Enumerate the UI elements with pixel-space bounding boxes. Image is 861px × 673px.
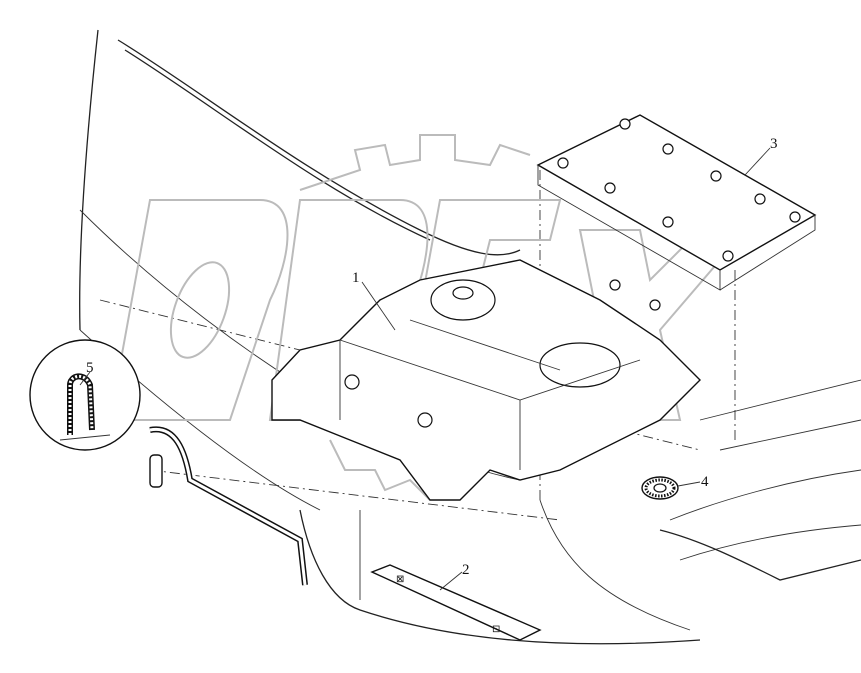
svg-text:⊡: ⊡	[492, 624, 500, 635]
callout-4: 4	[701, 474, 709, 490]
callout-5: 5	[86, 360, 94, 376]
svg-text:⊠: ⊠	[396, 574, 404, 585]
callout-1: 1	[352, 270, 360, 286]
part-2-strip: ⊠ ⊡	[370, 564, 542, 641]
part-5-detail-view	[29, 339, 141, 451]
part-1-engine-mount-bracket	[271, 259, 701, 501]
callout-2: 2	[462, 562, 470, 578]
callout-leaders	[79, 147, 771, 591]
callout-3: 3	[770, 136, 778, 152]
part-4-washer	[641, 476, 679, 500]
hose	[149, 426, 308, 586]
part-3-mounting-plate	[536, 114, 817, 291]
